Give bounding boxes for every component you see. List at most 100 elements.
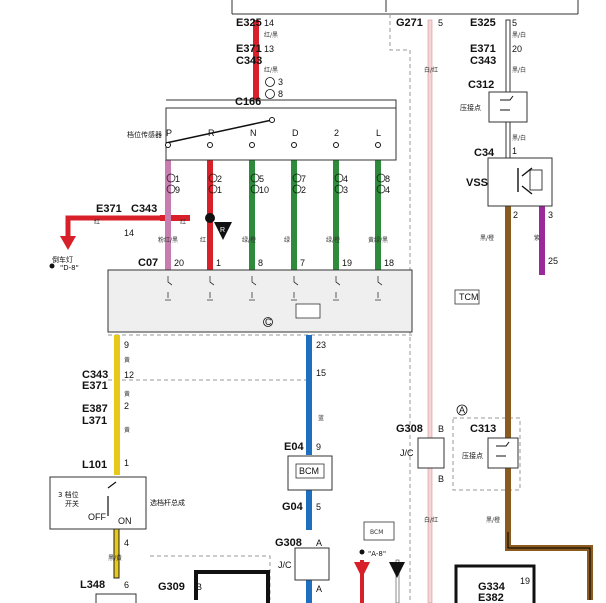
pin-23: 23 [316,340,326,350]
r-arrow-bottom-icon [354,562,370,578]
jc-label-b: J/C [400,448,414,458]
sensor-pin-dot-0 [165,142,171,148]
sensor-d-circle-5 [376,184,386,194]
w-arrow-bottom-icon [389,562,405,578]
shift-switch-box [49,476,147,530]
c-circle-2 [263,317,273,327]
reverse-arrow-icon [60,236,76,250]
c312-desc: 压接点 [460,103,481,112]
c07-label: C07 [138,257,158,269]
d-circle-1 [265,89,275,99]
c07-pin-1: 1 [216,258,221,268]
sensor-pos-1: R [208,128,215,138]
c07-switch-5 [375,276,383,301]
sensor-pin-dot-3 [291,142,297,148]
sensor-pos-4: 2 [334,128,339,138]
sensor-title: 档位传感器 [127,130,162,139]
c166-label: C166 [235,96,261,108]
e371-left: E371 [236,43,262,55]
e325-right: E325 [470,17,496,29]
sensor-c-circle-1 [208,173,218,183]
c313-splice-box [487,437,519,469]
sensor-d-pin-4: 3 [343,185,348,195]
c34-pin3: 3 [548,210,553,220]
sensor-color-2: 绿/橙 [242,236,256,244]
sensor-wire-5 [375,160,381,270]
bcm-icon [295,463,325,479]
d8-ref-label: "D-8" [60,264,79,272]
e04-pin: 9 [316,442,321,452]
c07-switch-4 [333,276,341,301]
g271-color-b: 白/红 [424,516,438,524]
e371-reverse: E371 [96,203,122,215]
sensor-box [165,107,397,161]
wire-red-top [253,20,259,100]
sensor-pos-3: D [292,128,299,138]
g271-color: 白/红 [424,66,438,74]
tcm-block [107,269,413,333]
tcm-label: TCM [459,292,479,302]
pin-4: 4 [124,538,129,548]
sensor-pin-dot-1 [207,142,213,148]
g308-a-box [294,547,330,581]
sensor-pivot [269,117,275,123]
wire-white-bottom [395,559,400,603]
g271-label: G271 [396,17,423,29]
sensor-c-circle-3 [292,173,302,183]
wire-brown-a [505,205,511,440]
c34-color2: 黑/橙 [480,234,494,242]
e325-right-color: 黑/白 [512,31,526,39]
c-circle-2-label: C [265,317,272,327]
l348-pin: 6 [124,580,129,590]
g308-a-label: G308 [275,537,302,549]
c343-left-b: C343 [82,369,108,381]
shift-lever-label: 选档杆总成 [150,498,185,507]
sensor-pin-dot-4 [333,142,339,148]
sensor-c-pin-2: 5 [259,174,264,184]
e382-label: E382 [478,592,504,603]
blue-color: 蓝 [318,414,324,422]
switch-contact-icon [107,481,117,516]
wire-black-white-b [505,121,511,159]
pin-1: 1 [124,458,129,468]
c343-left: C343 [236,55,262,67]
bcm-label: BCM [299,466,319,476]
l348-box [95,593,137,603]
g308-b-pin2: B [438,474,444,484]
sensor-d-pin-1: 1 [217,185,222,195]
sensor-pos-2: N [250,128,257,138]
r-arrow-letter: R [220,227,225,234]
c34-pin1: 1 [512,146,517,156]
c07-switch-3 [291,276,299,301]
sensor-wire-2 [249,160,255,270]
c07-switch-1 [207,276,215,301]
sensor-c-pin-1: 2 [217,174,222,184]
dashed-boundary-c313 [452,417,521,491]
sensor-color-4: 绿/橙 [326,236,340,244]
g308-jc-box [417,437,445,469]
vss-transistor-icon [517,167,533,195]
c07-pin-4: 19 [342,258,352,268]
g334-box [454,564,536,603]
sensor-position-labels: P19粉红/黑20R21红1N510绿/橙8D72绿7243绿/橙19L84黄绿… [158,128,394,268]
splice-dot [205,213,215,223]
sensor-d-circle-0 [166,184,176,194]
c07-switches [165,276,383,301]
yellow-c: 黄 [124,426,130,434]
vss-sensor-icon [529,169,543,191]
sensor-color-1: 红 [200,236,206,244]
sensor-wire-3 [291,160,297,270]
brown-color: 黑/橙 [486,516,500,524]
sensor-wire-0 [165,160,171,270]
yellow-a: 黄 [124,356,130,364]
e325-right-pin: 5 [512,18,517,28]
sensor-d-circle-2 [250,184,260,194]
vss-box [487,157,553,207]
ref-dot-icon [49,263,55,269]
sensor-c-pin-3: 7 [301,174,306,184]
jc-label-a: J/C [278,560,292,570]
wire-purple [539,205,545,275]
wire-blue-a [306,335,312,455]
wire-blue-b [306,490,312,530]
g334-label: G334 [478,581,506,593]
